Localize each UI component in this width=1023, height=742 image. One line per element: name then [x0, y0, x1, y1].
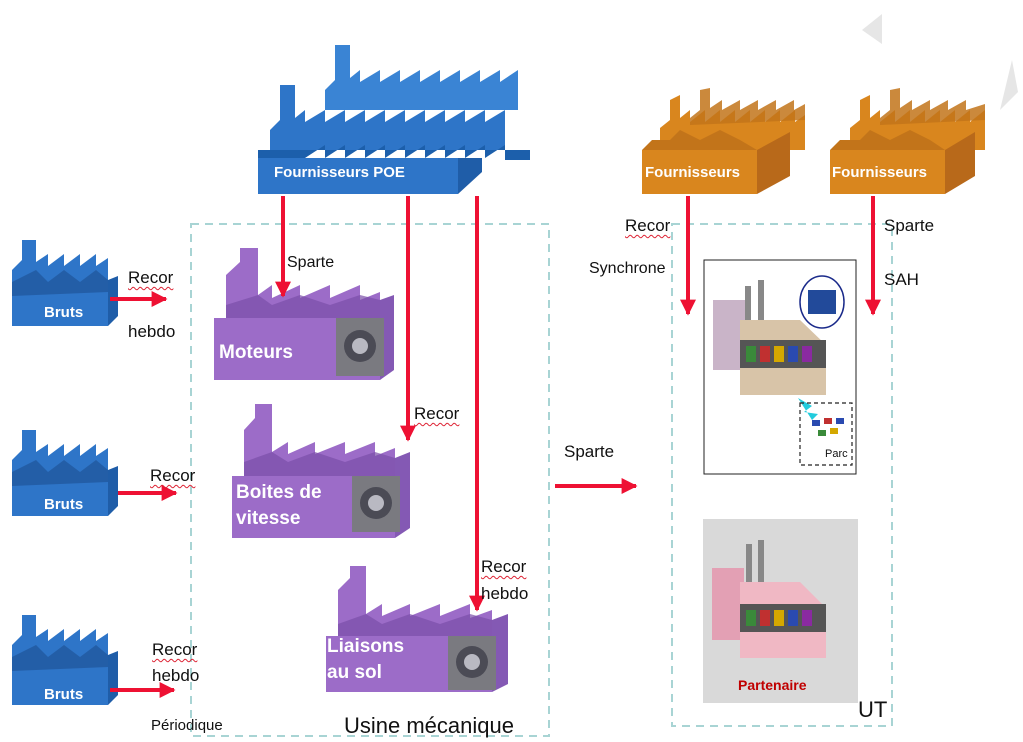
- liaisons-label-line1: Liaisons: [327, 636, 405, 657]
- usine-label: Usine mécanique: [344, 713, 514, 738]
- ut-plant-panel: [703, 259, 857, 475]
- poe-flow-recor-hebdo-1: Recor: [481, 557, 527, 576]
- boites-label: Boites de vitesse: [236, 480, 322, 532]
- partenaire-label: Partenaire: [738, 677, 807, 693]
- parc-label: Parc: [825, 448, 848, 460]
- corner-decoration-2: [1000, 60, 1018, 110]
- poe-flow-recor: Recor: [414, 404, 460, 423]
- usine-boundary: [190, 223, 550, 737]
- ut-flow-right-2: SAH: [884, 270, 919, 289]
- bruts-flow-1-line2: hebdo: [128, 322, 176, 341]
- supplier-factory-left: [642, 88, 805, 194]
- moteurs-label: Moteurs: [219, 342, 293, 363]
- bruts-label-2: Bruts: [44, 496, 84, 513]
- poe-flow-sparte: Sparte: [287, 254, 335, 271]
- ut-label: UT: [858, 697, 888, 722]
- ut-flow-left-2: Synchrone: [589, 260, 666, 277]
- ut-boundary: [671, 223, 893, 727]
- periodique-label: Périodique: [151, 717, 223, 734]
- poe-flow-recor-hebdo-2: hebdo: [481, 584, 529, 603]
- ut-flow-left-1: Recor: [625, 216, 671, 235]
- supplier-factory-right: [830, 88, 985, 194]
- bruts-flow-3-line1: Recor: [152, 640, 198, 659]
- bruts-label-1: Bruts: [44, 304, 84, 321]
- bruts-flow-1-line1: Recor: [128, 268, 174, 287]
- bruts-label-3: Bruts: [44, 686, 84, 703]
- bruts-flow-2-line1: Recor: [150, 466, 196, 485]
- liaisons-label-line2: au sol: [327, 662, 382, 683]
- poe-factory: [258, 45, 530, 194]
- ut-flow-right-1: Sparte: [884, 216, 935, 235]
- moteurs-plant: [214, 248, 394, 380]
- bruts-flow-3-line2: hebdo: [152, 666, 200, 685]
- flow-arrows: [110, 196, 881, 698]
- usine-to-ut-flow: Sparte: [564, 442, 615, 461]
- poe-supplier-label: Fournisseurs POE: [274, 164, 405, 181]
- supplier-left-label: Fournisseurs: [645, 164, 741, 181]
- boites-label-line1: Boites de: [236, 482, 322, 503]
- partenaire-panel: [703, 519, 858, 703]
- supplier-right-label: Fournisseurs: [832, 164, 928, 181]
- bruts-factory-2: [12, 430, 118, 516]
- boites-label-line2: vitesse: [236, 508, 301, 529]
- corner-decoration: [862, 14, 882, 44]
- boites-plant: [232, 404, 410, 538]
- liaisons-plant: [326, 566, 508, 692]
- liaisons-label: Liaisons au sol: [327, 634, 404, 686]
